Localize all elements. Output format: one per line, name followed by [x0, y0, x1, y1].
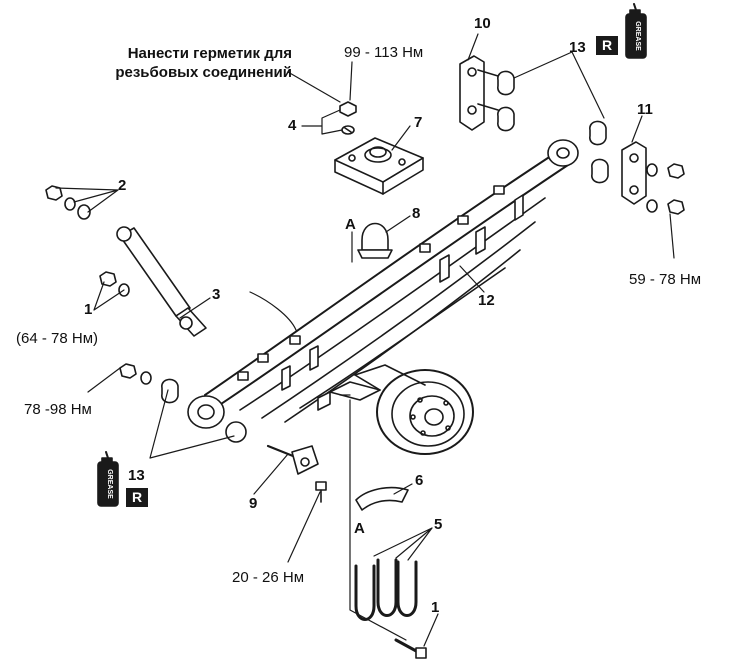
callout-7: 7 [414, 114, 423, 131]
callout-13-top: 13 [569, 39, 586, 56]
shock-absorber [116, 226, 207, 337]
reuse-badge-bottom: R [126, 488, 148, 507]
brake-drum [354, 364, 474, 455]
callout-2: 2 [118, 177, 127, 194]
nut-washer-4 [339, 101, 357, 135]
callout-1-bottom: 1 [431, 599, 440, 616]
sealant-note-line2: резьбовых соединений [115, 64, 292, 81]
front-bushings [119, 363, 247, 443]
grease-can-icon-bottom: GREASE [97, 451, 119, 507]
leader-lines [55, 33, 675, 647]
callout-12: 12 [478, 292, 495, 309]
callout-6: 6 [415, 472, 424, 489]
svg-text:GREASE: GREASE [106, 469, 113, 499]
callout-10: 10 [474, 15, 491, 32]
callout-9: 9 [249, 495, 258, 512]
torque-59-78: 59 - 78 Нм [629, 271, 702, 288]
callout-a-bottom: A [354, 520, 365, 537]
front-bracket [266, 444, 327, 503]
nut-washer-1 [99, 271, 130, 297]
torque-20-26: 20 - 26 Нм [232, 569, 305, 586]
u-bolts [354, 558, 418, 621]
nut-washer-2 [45, 185, 91, 220]
grease-can-icon-top: GREASE [625, 3, 647, 59]
sealant-note: Нанести герметик для резьбовых соединени… [70, 44, 292, 82]
shackle-plate-11 [621, 141, 647, 205]
callout-11: 11 [637, 101, 653, 118]
callout-a-top: A [345, 216, 356, 233]
svg-text:GREASE: GREASE [634, 21, 641, 51]
callout-13-bottom: 13 [128, 467, 145, 484]
sealant-note-line1: Нанести герметик для [127, 45, 292, 62]
callout-8: 8 [412, 205, 421, 222]
torque-78-98: 78 -98 Нм [24, 401, 92, 418]
callout-4: 4 [288, 117, 297, 134]
callout-3: 3 [212, 286, 221, 303]
torque-64-78: (64 - 78 Нм) [16, 330, 99, 347]
torque-99-113: 99 - 113 Нм [344, 44, 424, 61]
bolt-1 [394, 638, 427, 659]
axle-housing [317, 381, 381, 411]
callout-1-top: 1 [84, 301, 93, 318]
u-bolt-plate [334, 137, 424, 195]
rear-bushings [497, 70, 609, 184]
shackle-plate-10 [459, 55, 499, 131]
rear-nuts [646, 163, 685, 215]
leaf-spring [187, 139, 579, 429]
callout-5: 5 [434, 516, 443, 533]
reuse-badge-top: R [596, 36, 618, 55]
bump-stopper [357, 222, 393, 259]
